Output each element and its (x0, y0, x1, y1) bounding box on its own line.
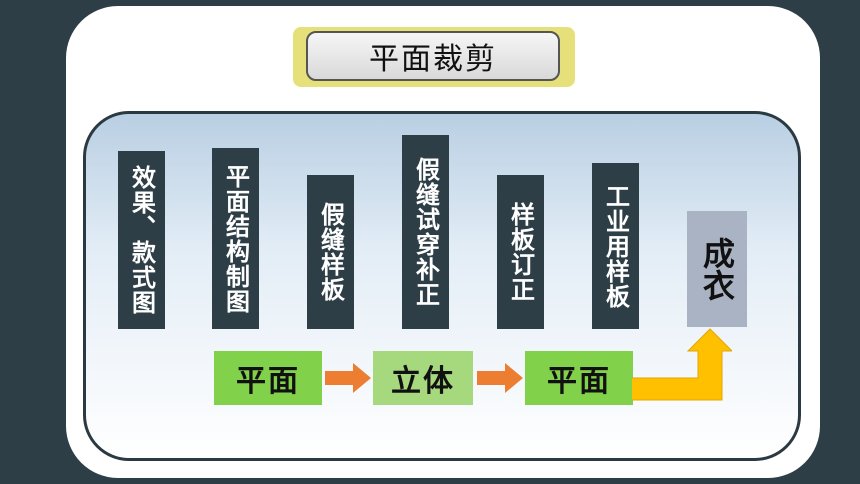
step-pattern-revision: 样板订正 (497, 175, 544, 329)
stage-flat-2: 平面 (525, 351, 633, 405)
right-arrow-icon (477, 363, 523, 393)
stage-3d: 立体 (373, 351, 473, 405)
step-industrial-pattern: 工业用样板 (592, 163, 639, 329)
step-effect-style-drawing: 效果、款式图 (118, 151, 165, 329)
stage-flat-1: 平面 (214, 351, 322, 405)
step-trial-pattern: 假缝样板 (307, 175, 354, 329)
right-arrow-icon (325, 363, 371, 393)
step-flat-pattern-drafting: 平面结构制图 (212, 148, 259, 329)
result-garment: 成衣 (687, 211, 747, 327)
step-fitting-correction: 假缝试穿补正 (402, 135, 449, 329)
diagram-title: 平面裁剪 (306, 31, 560, 81)
bent-up-arrow-icon (632, 328, 732, 401)
